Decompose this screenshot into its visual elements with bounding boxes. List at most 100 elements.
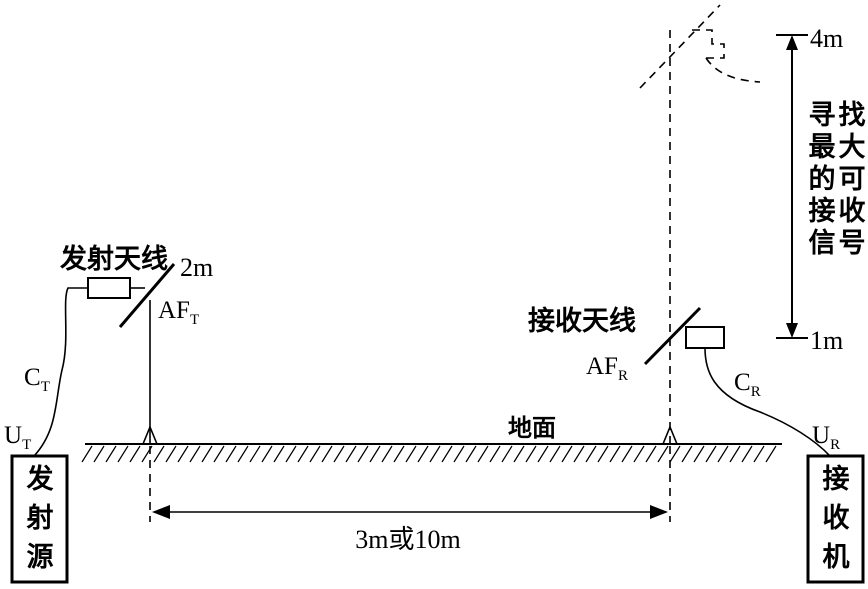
ground-hatch-line (117, 445, 129, 463)
scan-text-char: 大 (839, 132, 866, 163)
ground-hatch-line (93, 445, 105, 463)
ground-hatch-line (237, 445, 249, 463)
ground-hatch-line (441, 445, 453, 463)
ground-hatch-line (81, 445, 93, 463)
ground-hatch-line (177, 445, 189, 463)
ground-hatch-line (333, 445, 345, 463)
ground-hatch-line (609, 445, 621, 463)
ground-hatch-line (489, 445, 501, 463)
ground-hatch-line (537, 445, 549, 463)
scan-text-char: 接 (809, 196, 836, 227)
scan-text-char: 号 (839, 228, 866, 259)
rx-antenna-upper-dashed (639, 4, 721, 89)
u-r-label: UR (812, 422, 840, 453)
ground-hatch-line (585, 445, 597, 463)
dim-arrow-right-icon (650, 505, 668, 519)
ground-hatch-line (453, 445, 465, 463)
ground-label: 地面 (508, 414, 556, 442)
scan-text-char: 最 (809, 132, 836, 163)
rx-antenna-balun (685, 326, 725, 349)
source-char-1: 发 (26, 463, 54, 495)
dim-arrow-left-icon (152, 505, 170, 519)
signal-source-box (10, 454, 69, 584)
ground-hatch-line (753, 445, 765, 463)
af-t-label: AFT (158, 297, 199, 328)
ground-hatch-line (129, 445, 141, 463)
scan-text-char: 收 (839, 196, 866, 227)
distance-dimension (149, 446, 671, 522)
ground-hatch-line (477, 445, 489, 463)
ground-hatch-line (261, 445, 273, 463)
height-arrow-up-icon (786, 35, 798, 50)
ground-hatch-line (429, 445, 441, 463)
ground-hatch-line (165, 445, 177, 463)
ground-hatch-line (297, 445, 309, 463)
ground-hatch-line (321, 445, 333, 463)
ground-hatch-line (105, 445, 117, 463)
ground-hatch-line (681, 445, 693, 463)
ground-hatch-line (225, 445, 237, 463)
receiver-char-2: 收 (823, 503, 850, 534)
receiver-char-1: 接 (823, 464, 850, 495)
ground-hatching (81, 445, 777, 463)
ground-hatch-line (657, 445, 669, 463)
c-t-label: CT (24, 364, 50, 395)
ground-hatch-line (693, 445, 705, 463)
height-scan-indicator (776, 34, 808, 339)
ground-hatch-line (645, 445, 657, 463)
cable-ct (33, 287, 88, 457)
tx-mast-base (142, 424, 158, 445)
rx-antenna-label: 接收天线 (528, 306, 636, 337)
ground-hatch-line (357, 445, 369, 463)
rx-cable-upper-dashed (705, 57, 761, 83)
receiver-char-3: 机 (823, 542, 850, 573)
ground-hatch-line (717, 445, 729, 463)
height-bottom-label: 1m (810, 326, 843, 355)
ground-hatch-line (381, 445, 393, 463)
ground-hatch-line (249, 445, 261, 463)
ground-hatch-line (513, 445, 525, 463)
source-char-2: 射 (26, 503, 54, 534)
ground-hatch-line (525, 445, 537, 463)
ground-hatch-line (561, 445, 573, 463)
tx-antenna-balun (87, 277, 131, 299)
ground-hatch-line (621, 445, 633, 463)
ground-hatch-line (345, 445, 357, 463)
ground-hatch-line (405, 445, 417, 463)
ground-hatch-line (273, 445, 285, 463)
ground-hatch-line (741, 445, 753, 463)
ground-hatch-line (549, 445, 561, 463)
ground-hatch-line (189, 445, 201, 463)
ground-hatch-line (201, 445, 213, 463)
ground-hatch-line (633, 445, 645, 463)
rx-balun-upper-dashed (692, 29, 725, 59)
tx-antenna-element (118, 263, 176, 328)
scan-text-char: 找 (839, 100, 866, 131)
ground-hatch-line (153, 445, 165, 463)
ground-hatch-line (393, 445, 405, 463)
cable-cr (704, 347, 831, 457)
rx-antenna-element (643, 306, 702, 366)
ground-hatch-line (417, 445, 429, 463)
ground-hatch-line (285, 445, 297, 463)
ground-hatch-line (369, 445, 381, 463)
u-t-label: UT (4, 422, 31, 453)
rx-mast-base (662, 424, 678, 445)
height-top-label: 4m (810, 24, 843, 53)
ground-hatch-line (765, 445, 777, 463)
ground-hatch-line (501, 445, 513, 463)
source-char-3: 源 (27, 542, 54, 573)
ground-hatch-line (465, 445, 477, 463)
scan-text-char: 寻 (809, 100, 836, 131)
c-r-label: CR (734, 369, 761, 400)
ground-hatch-line (213, 445, 225, 463)
ground-hatch-line (573, 445, 585, 463)
ground-hatch-line (309, 445, 321, 463)
ground-hatch-line (669, 445, 681, 463)
af-r-label: AFR (586, 353, 628, 384)
tx-antenna-mast (87, 263, 176, 445)
tx-antenna-label: 发射天线 (59, 243, 168, 275)
ground-hatch-line (729, 445, 741, 463)
